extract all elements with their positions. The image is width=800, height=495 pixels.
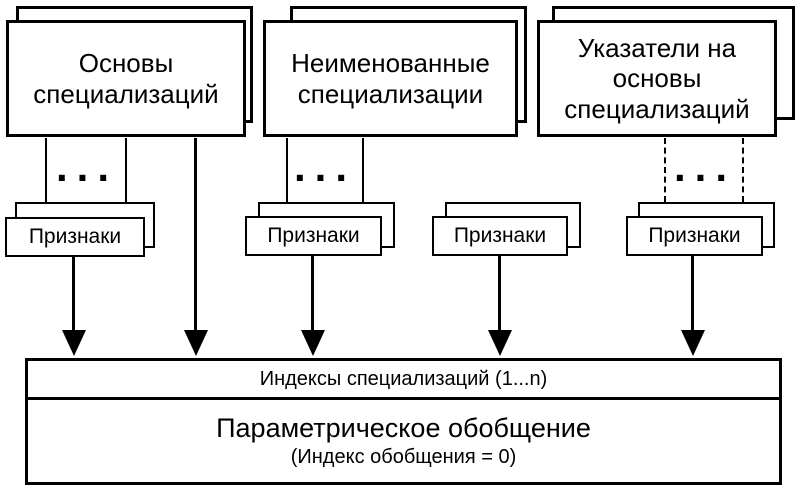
arrow-head-icon-3	[301, 330, 325, 356]
bases-of-specializations-label: Основы специализаций	[33, 48, 219, 109]
generalization-title: Параметрическое обобщение	[216, 413, 591, 443]
unnamed-specializations-box: Неименованные специализации	[263, 20, 518, 137]
ellipsis-g1: ...	[55, 143, 118, 190]
specialization-indices-strip: Индексы специализаций (1...n)	[28, 361, 779, 400]
arrow-shaft-1	[72, 257, 75, 332]
arrow-shaft-3	[311, 256, 314, 332]
features-box-4: Признаки	[626, 216, 763, 256]
connector-line-g2-right	[362, 138, 364, 203]
arrow-head-icon-1	[62, 330, 86, 356]
features-label-1: Признаки	[28, 225, 122, 248]
features-box-1: Признаки	[5, 217, 145, 257]
features-label-4: Признаки	[648, 224, 741, 247]
connector-line-g2-left	[286, 138, 288, 203]
bases-of-specializations-box: Основы специализаций	[6, 20, 246, 137]
arrow-head-icon-4	[488, 330, 512, 356]
dashed-connector-line-g3-left	[664, 138, 666, 202]
arrow-head-icon-5	[681, 330, 705, 356]
parametric-generalization-box: Индексы специализаций (1...n) Параметрич…	[25, 358, 782, 485]
arrow-head-icon-2	[184, 330, 208, 356]
unnamed-specializations-label: Неименованные специализации	[291, 48, 490, 109]
arrow-shaft-4	[498, 256, 501, 332]
generalization-main-area: Параметрическое обобщение (Индекс обобще…	[28, 400, 779, 482]
pointers-to-bases-label: Указатели на основы специализаций	[564, 32, 750, 124]
arrow-shaft-5	[691, 256, 694, 332]
dashed-connector-line-g3-right	[742, 138, 744, 202]
features-box-3: Признаки	[432, 216, 568, 256]
features-box-2: Признаки	[245, 216, 382, 256]
arrow-shaft-2	[194, 138, 197, 332]
features-label-3: Признаки	[453, 224, 547, 247]
features-label-2: Признаки	[267, 224, 360, 247]
generalization-subtitle: (Индекс обобщения = 0)	[290, 446, 517, 468]
pointers-to-bases-box: Указатели на основы специализаций	[537, 20, 777, 137]
ellipsis-g2: ...	[293, 143, 356, 190]
connector-line-g1-right	[125, 138, 127, 203]
specialization-indices-label: Индексы специализаций (1...n)	[259, 367, 548, 390]
connector-line-g1-left	[45, 138, 47, 203]
ellipsis-g3: ...	[673, 143, 736, 190]
